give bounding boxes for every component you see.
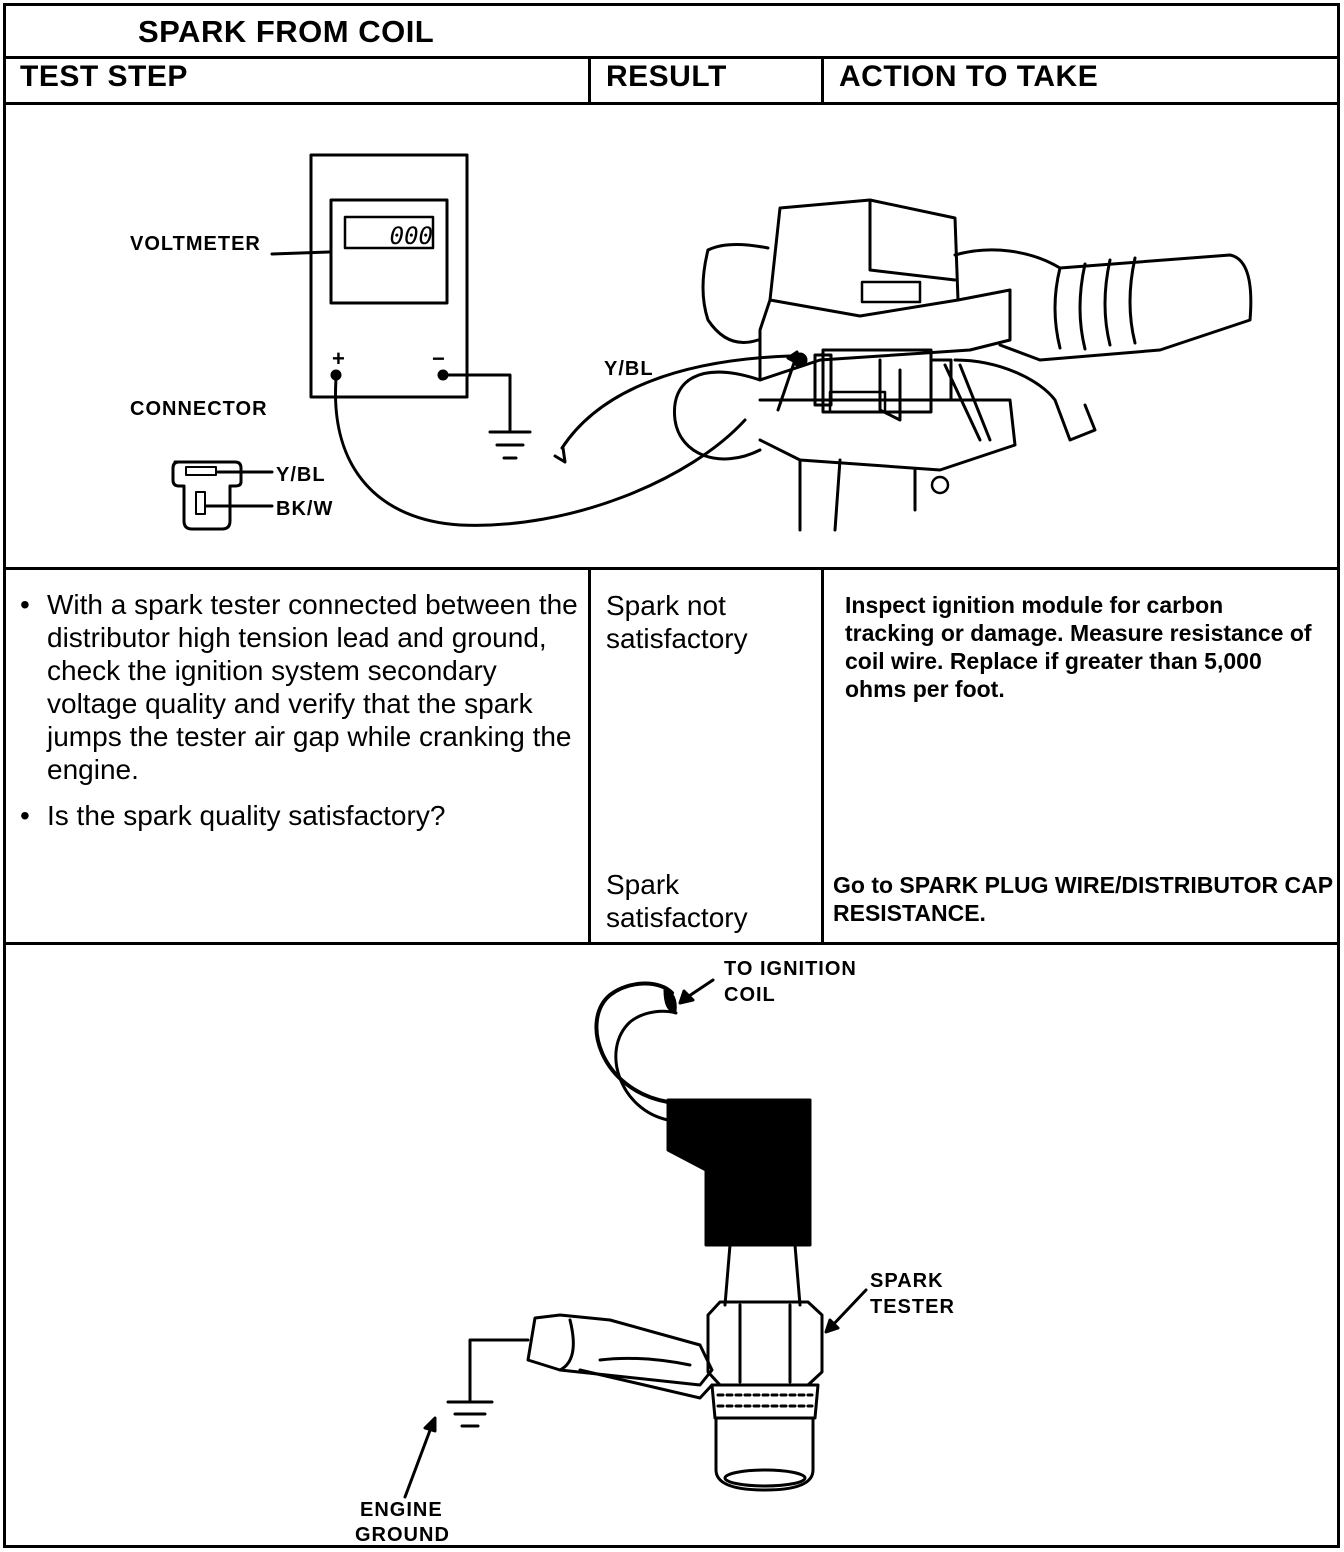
test-step-item: Is the spark quality satisfactory? (20, 799, 580, 832)
connector-label: CONNECTOR (130, 398, 268, 420)
plus-sign: + (332, 346, 345, 371)
voltmeter-reading: 000 (390, 222, 433, 250)
test-steps: With a spark tester connected between th… (20, 588, 580, 845)
engine-ground-label-line1: ENGINE (360, 1499, 443, 1521)
header-test-step: TEST STEP (20, 60, 188, 93)
tester-boot (666, 1098, 812, 1247)
figure1-divider (3, 567, 1340, 570)
voltmeter-display (343, 215, 435, 250)
action-not-satisfactory: Inspect ignition module for carbon track… (845, 592, 1312, 702)
engine-ground-label-line2: GROUND (355, 1524, 450, 1546)
header-action: ACTION TO TAKE (839, 60, 1099, 93)
pin-label-ybl: Y/BL (276, 464, 326, 486)
voltmeter-screen (329, 198, 449, 305)
alligator-clip (526, 1313, 714, 1387)
test-step-item: With a spark tester connected between th… (20, 588, 580, 786)
figure2-divider (3, 942, 1340, 945)
action-satisfactory: Go to SPARK PLUG WIRE/DISTRIBUTOR CAP RE… (833, 872, 1333, 926)
tester-hex (706, 1300, 824, 1387)
to-coil-label-line1: TO IGNITION (724, 958, 857, 980)
pin-label-bkw: BK/W (276, 498, 334, 520)
connector-plug (171, 460, 243, 531)
result-not-satisfactory: Spark not satisfactory (606, 590, 748, 654)
table-frame (3, 3, 1340, 1548)
header-divider (3, 102, 1340, 105)
page-title: SPARK FROM COIL (138, 14, 435, 49)
header-result: RESULT (606, 60, 727, 93)
spark-tester-label-line1: SPARK (870, 1270, 944, 1292)
result-satisfactory: Spark satisfactory (606, 869, 748, 933)
spark-tester-label-line2: TESTER (870, 1296, 955, 1318)
header-col-divider-2 (821, 56, 824, 105)
body-col-divider-1 (588, 567, 591, 945)
voltmeter-label: VOLTMETER (130, 233, 261, 255)
title-divider (3, 56, 1340, 59)
header-col-divider-1 (588, 56, 591, 105)
voltmeter-body (309, 153, 469, 399)
wire-label: Y/BL (604, 358, 654, 380)
minus-sign: − (432, 346, 445, 371)
body-col-divider-2 (821, 567, 824, 945)
to-coil-label-line2: COIL (724, 984, 776, 1006)
